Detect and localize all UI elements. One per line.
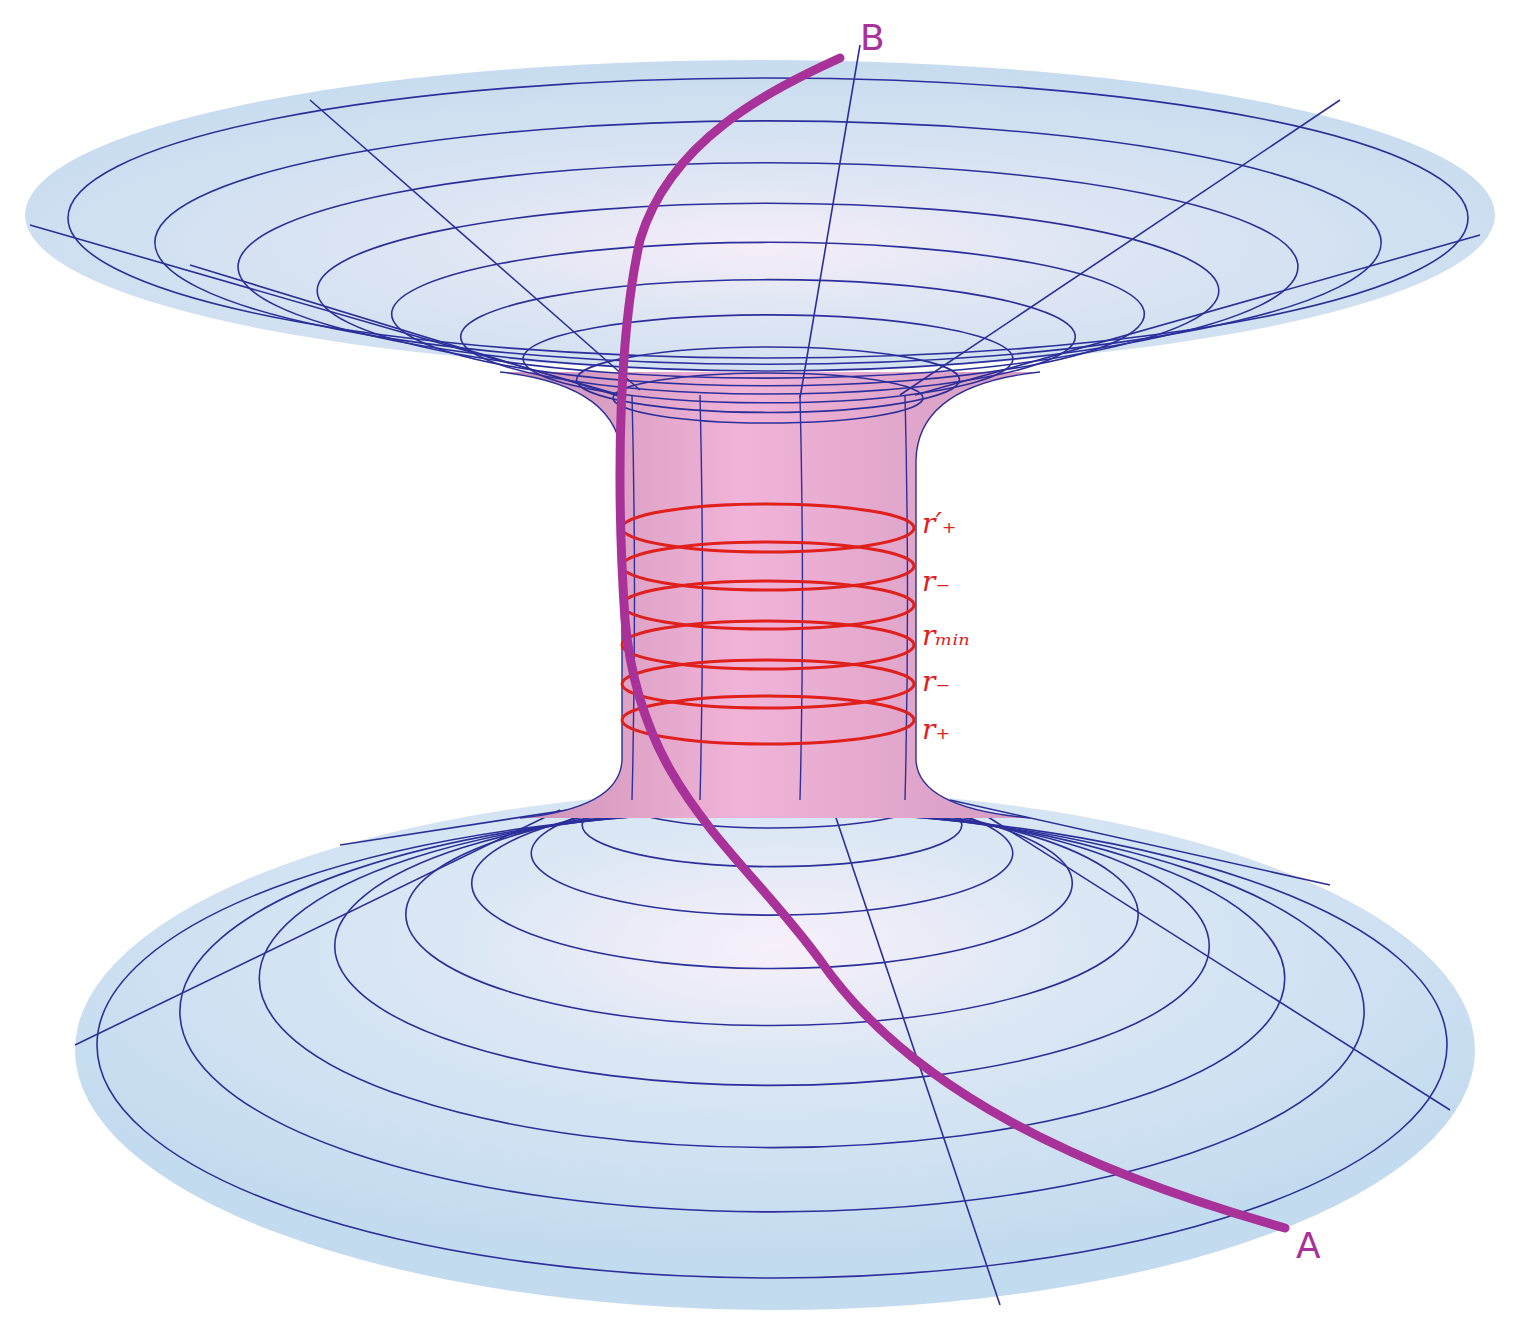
radius-label: rₘᵢₙ [922,622,970,650]
top-sheet [25,60,1495,370]
grid-line [75,810,560,1045]
throat-edge [916,372,1040,818]
helix-ring [622,660,914,708]
point-label: B [860,20,885,56]
helix-ring [622,621,914,669]
geodesic-path [620,58,1285,1228]
point-label: A [1296,1228,1321,1264]
grid-ring [317,203,1219,378]
grid-line [800,45,860,398]
grid-line [830,800,1000,1305]
helix-ring [622,696,914,744]
radius-label: r₊ [922,716,950,744]
radius-label: r′₊ [922,510,957,538]
grid-ring [335,807,1210,1086]
grid-ring [392,242,1145,385]
grid-ring [613,373,923,423]
grid-line [950,800,1330,885]
grid-ring [259,810,1285,1148]
grid-ring [406,803,1138,1026]
bottom-sheet [75,790,1475,1310]
radius-label: r₋ [922,668,950,696]
helix-ring [622,504,914,552]
throat [500,372,1040,818]
grid-line [800,395,803,800]
radius-label: r₋ [922,568,950,596]
grid-ring [461,280,1076,394]
grid-line [900,100,1340,395]
grid-line [915,235,1480,395]
grid-line [190,265,625,398]
grid-ring [576,347,959,412]
helix-ring [622,542,914,590]
throat-edge [500,372,622,818]
grid-ring [180,811,1364,1212]
grid-line [310,100,640,390]
grid-line [700,395,703,800]
